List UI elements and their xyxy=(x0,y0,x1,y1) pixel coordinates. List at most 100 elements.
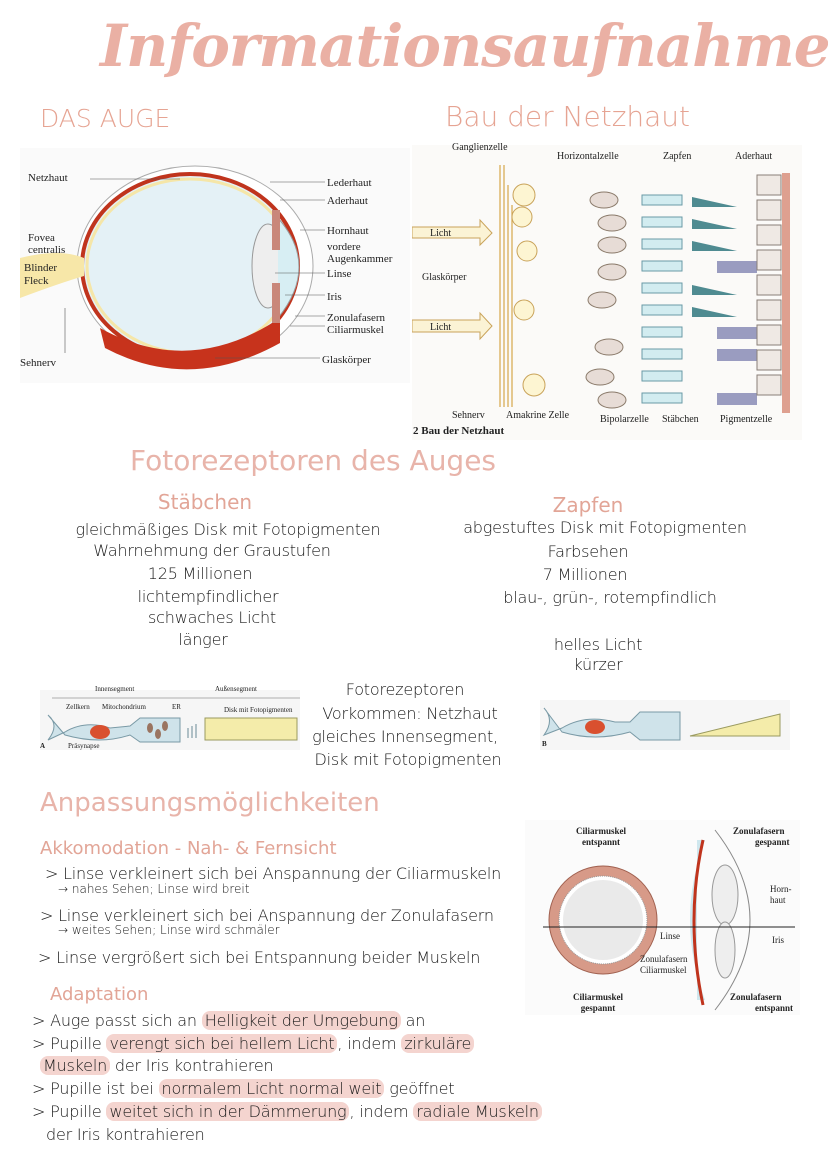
label-vordere: vordere xyxy=(327,241,361,253)
label-aderhaut: Aderhaut xyxy=(327,195,368,207)
retina-diagram xyxy=(412,145,802,440)
adaptation-title: Adaptation xyxy=(50,984,149,1005)
accommodation-text: Linse verkleinert sich bei Anspannung de… xyxy=(58,906,494,925)
eye-heading: DAS AUGE xyxy=(40,104,171,133)
label-licht-1: Licht xyxy=(430,228,452,239)
label-ganglienzelle: Ganglienzelle xyxy=(452,142,508,153)
cones-title: Zapfen xyxy=(552,493,624,517)
label-centralis: centralis xyxy=(28,244,66,256)
text: Pupille ist bei xyxy=(50,1079,159,1098)
page-title: Informationsaufnahme xyxy=(100,12,828,80)
highlight: Helligkeit der Umgebung xyxy=(201,1011,401,1030)
label-staebchen: Stäbchen xyxy=(662,414,699,425)
common-line: Vorkommen: Netzhaut xyxy=(322,704,498,723)
rods-line: lichtempfindlicher xyxy=(137,587,279,606)
accommodation-text: Linse vergrößert sich bei Entspannung be… xyxy=(56,948,481,967)
label-bipolarzelle: Bipolarzelle xyxy=(600,414,649,425)
label-ciliarmuskel-2: Ciliarmuskel xyxy=(640,965,687,975)
label-aussensegment: Außensegment xyxy=(215,685,257,693)
label-horizontalzelle: Horizontalzelle xyxy=(557,151,619,162)
label-pigmentzelle: Pigmentzelle xyxy=(720,414,773,425)
label-zonulafasern-2: Zonulafasern xyxy=(640,954,688,964)
label-haut: haut xyxy=(770,895,786,905)
text: geöffnet xyxy=(384,1079,455,1098)
label-netzhaut: Netzhaut xyxy=(28,172,68,184)
label-lederhaut: Lederhaut xyxy=(327,177,372,189)
common-line: Disk mit Fotopigmenten xyxy=(314,750,502,769)
label-glaskoerper: Glaskörper xyxy=(322,354,371,366)
accommodation-title: Akkomodation - Nah- & Fernsicht xyxy=(40,838,337,859)
cones-line: abgestuftes Disk mit Fotopigmenten xyxy=(463,518,747,537)
text: an xyxy=(400,1011,426,1030)
label-fleck: Fleck xyxy=(24,275,49,287)
text: , indem xyxy=(349,1102,414,1121)
rods-line: Wahrnehmung der Graustufen xyxy=(93,541,331,560)
label-praesynapse: Präsynapse xyxy=(68,742,100,750)
label-iris: Iris xyxy=(327,291,342,303)
label-b: B xyxy=(542,740,547,748)
adaptation-item: > Auge passt sich an Helligkeit der Umge… xyxy=(32,1011,426,1030)
common-line: gleiches Innensegment, xyxy=(312,727,498,746)
cone-diagram xyxy=(540,700,790,750)
highlight: zirkuläre xyxy=(401,1034,475,1053)
text: der Iris kontrahieren xyxy=(110,1056,274,1075)
highlight: weitet sich in der Dämmerung xyxy=(106,1102,350,1121)
rods-line: länger xyxy=(178,630,228,649)
rods-line: schwaches Licht xyxy=(148,608,276,627)
eye-diagram xyxy=(20,148,410,383)
common-line: Fotorezeptoren xyxy=(345,680,465,699)
label-zonulafasern: Zonulafasern xyxy=(327,312,386,324)
highlight: normalem Licht normal weit xyxy=(158,1079,385,1098)
label-blinder: Blinder xyxy=(24,262,57,274)
label-fovea: Fovea xyxy=(28,232,55,244)
label-hornhaut: Hornhaut xyxy=(327,225,369,237)
accommodation-item: > Linse vergrößert sich bei Entspannung … xyxy=(38,948,481,967)
text: Auge passt sich an xyxy=(50,1011,202,1030)
rods-line: gleichmäßiges Disk mit Fotopigmenten xyxy=(75,520,381,539)
label-zonula-gespannt-2: gespannt xyxy=(755,837,790,847)
label-horn: Horn- xyxy=(770,884,792,894)
label-zonula-gespannt-1: Zonulafasern xyxy=(733,826,785,836)
label-a: A xyxy=(40,742,46,750)
label-licht-2: Licht xyxy=(430,322,452,333)
accommodation-item: > Linse verkleinert sich bei Anspannung … xyxy=(40,906,494,925)
highlight: Muskeln xyxy=(40,1056,111,1075)
highlight: verengt sich bei hellem Licht xyxy=(106,1034,338,1053)
adaptation-item: > Pupille ist bei normalem Licht normal … xyxy=(32,1079,455,1098)
label-ciliarmuskel: Ciliarmuskel xyxy=(327,324,384,336)
adaptation-item: Muskeln der Iris kontrahieren xyxy=(40,1056,274,1075)
rod-diagram xyxy=(40,690,300,750)
cones-line: blau-, grün-, rotempfindlich xyxy=(503,588,717,607)
label-zapfen: Zapfen xyxy=(663,151,692,162)
accommodation-item: > Linse verkleinert sich bei Anspannung … xyxy=(45,864,502,883)
text: Pupille xyxy=(50,1102,107,1121)
label-iris-2: Iris xyxy=(772,935,784,945)
accommodation-note: → weites Sehen; Linse wird schmäler xyxy=(58,923,280,937)
label-linse: Linse xyxy=(327,268,352,280)
cones-line: 7 Millionen xyxy=(542,565,628,584)
label-ciliar-entspannt-1: Ciliarmuskel xyxy=(575,826,627,836)
label-augenkammer: Augenkammer xyxy=(327,253,393,265)
label-linse-2: Linse xyxy=(660,931,680,941)
rods-line: 125 Millionen xyxy=(147,564,253,583)
accommodation-note: → nahes Sehen; Linse wird breit xyxy=(58,882,250,896)
photoreceptors-heading: Fotorezeptoren des Auges xyxy=(130,444,497,477)
highlight: radiale Muskeln xyxy=(413,1102,542,1121)
adaptation-item: > Pupille verengt sich bei hellem Licht,… xyxy=(32,1034,475,1053)
label-er: ER xyxy=(172,703,181,711)
cones-line: Farbsehen xyxy=(547,542,629,561)
label-glaskoerper-retina: Glaskörper xyxy=(422,272,467,283)
adaptation-item: der Iris kontrahieren xyxy=(46,1125,205,1144)
text: Pupille xyxy=(50,1034,107,1053)
label-mitochondrium: Mitochondrium xyxy=(102,703,146,711)
retina-heading: Bau der Netzhaut xyxy=(445,100,691,133)
label-amakrine: Amakrine Zelle xyxy=(506,410,570,421)
label-ciliar-entspannt-2: entspannt xyxy=(581,837,621,847)
cones-line: kürzer xyxy=(573,655,623,674)
label-ciliar-gespannt-2: gespannt xyxy=(580,1003,616,1013)
label-sehnerv: Sehnerv xyxy=(20,357,57,369)
label-innensegment: Innensegment xyxy=(95,685,135,693)
label-zonula-entspannt-2: entspannt xyxy=(755,1003,794,1013)
label-ciliar-gespannt-1: Ciliarmuskel xyxy=(572,992,624,1002)
label-sehnerv-retina: Sehnerv xyxy=(452,410,485,421)
